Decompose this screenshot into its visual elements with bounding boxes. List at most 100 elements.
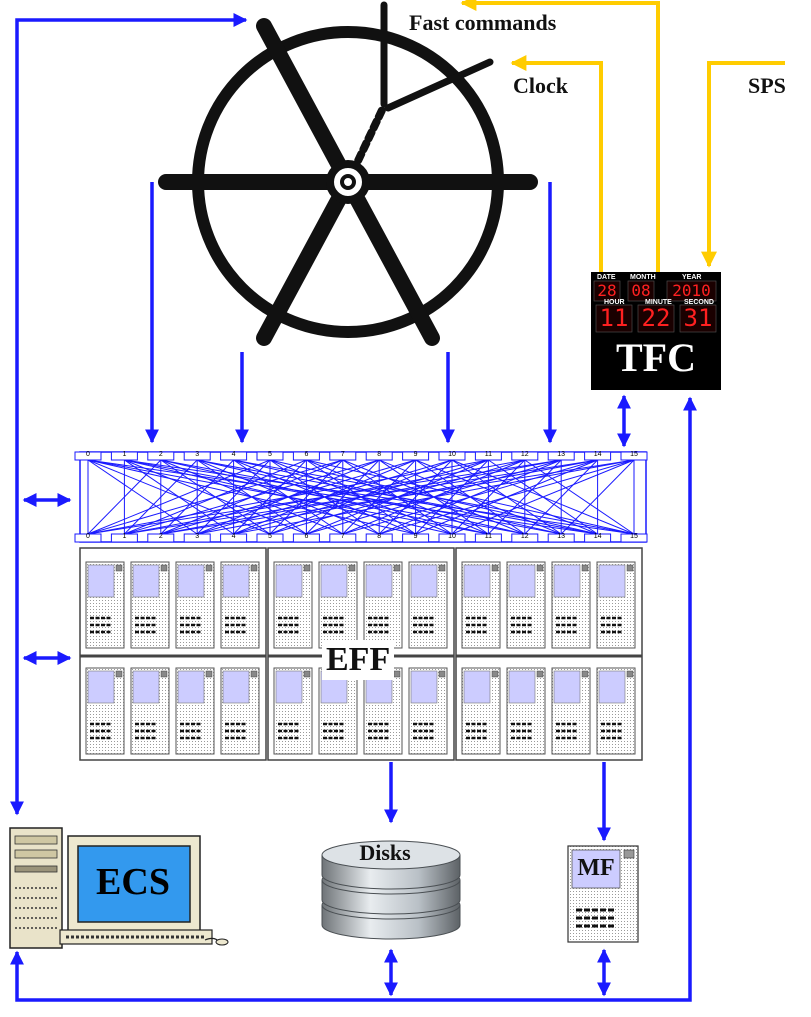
switch-network: [74, 451, 648, 543]
switch-link: [378, 459, 453, 535]
switch-port-label-top: 10: [448, 451, 456, 458]
switch-link: [160, 459, 234, 535]
ecs-computer-icon: [9, 827, 229, 949]
server-led: [303, 564, 311, 572]
server-led: [115, 564, 123, 572]
switch-ports-bottom: [74, 533, 648, 543]
switch-port-label-top: 3: [195, 451, 200, 458]
server-panel: [275, 670, 303, 704]
switch-port-label-top: 12: [520, 451, 529, 458]
switch-port-label-top: 9: [413, 451, 418, 458]
fast-commands-line: [460, 0, 660, 272]
server-led: [438, 670, 446, 678]
switch-port-label-top: 5: [268, 451, 272, 458]
server-panel: [410, 670, 438, 704]
server-panel: [365, 564, 393, 598]
switch-port-label-bottom: 11: [484, 533, 493, 540]
server-led: [205, 564, 213, 572]
server-led: [626, 670, 634, 678]
server-panel: [508, 564, 536, 598]
switch-link: [87, 459, 489, 535]
switch-port-label-bottom: 15: [630, 533, 638, 540]
switch-link: [87, 459, 343, 535]
switch-link: [233, 459, 307, 535]
clock-minute-label: MINUTE: [645, 299, 672, 306]
mf-label: MF: [577, 855, 615, 881]
server-led: [250, 670, 258, 678]
clock-label: Clock: [513, 73, 568, 98]
server-panel: [222, 670, 250, 704]
server-panel: [553, 564, 581, 598]
switch-port-label-bottom: 9: [413, 533, 418, 540]
clock-hour-label: HOUR: [604, 299, 625, 306]
switch-link: [87, 459, 198, 535]
eff-label: EFF: [322, 640, 395, 680]
server-led: [491, 564, 499, 572]
clock-second-label: SECOND: [684, 299, 714, 306]
switch-port-label-top: 1: [122, 451, 127, 458]
server-led: [626, 564, 634, 572]
tfc-label: TFC: [616, 335, 696, 380]
switch-port-label-top: 7: [340, 451, 345, 458]
server-panel: [598, 670, 626, 704]
switch-link: [124, 459, 598, 535]
server-panel: [87, 670, 115, 704]
switch-link: [160, 459, 635, 535]
server-led: [250, 564, 258, 572]
switch-port-label-bottom: 12: [520, 533, 529, 540]
server-led: [491, 670, 499, 678]
switch-port-label-top: 14: [593, 451, 602, 458]
switch-port-label-bottom: 3: [195, 533, 200, 540]
server-led: [160, 564, 168, 572]
server-panel: [553, 670, 581, 704]
switch-link: [87, 459, 162, 535]
switch-port-label-bottom: 4: [231, 533, 236, 540]
server-led: [438, 564, 446, 572]
switch-port-label-bottom: 1: [122, 533, 127, 540]
switch-link: [524, 459, 598, 535]
disks-label: Disks: [359, 840, 411, 865]
server-led: [581, 670, 589, 678]
switch-link: [196, 459, 271, 535]
server-led: [205, 670, 213, 678]
switch-port-label-bottom: 5: [268, 533, 272, 540]
clock-second-value: 31: [683, 304, 713, 332]
switch-port-label-bottom: 6: [304, 533, 309, 540]
switch-link: [233, 459, 635, 535]
switch-port-label-top: 0: [86, 451, 90, 458]
switch-port-label-bottom: 10: [448, 533, 456, 540]
server-panel: [320, 564, 348, 598]
switch-port-label-top: 4: [231, 451, 236, 458]
server-panel: [132, 670, 160, 704]
clock-line: [510, 55, 603, 272]
switch-port-label-top: 8: [377, 451, 382, 458]
switch-link: [379, 459, 635, 535]
server-led: [581, 564, 589, 572]
switch-link: [415, 459, 489, 535]
disks-icon: [321, 840, 461, 940]
clock-minute-value: 22: [641, 304, 671, 332]
switch-port-label-top: 2: [158, 451, 163, 458]
server-panel: [275, 564, 303, 598]
ecs-label: ECS: [96, 861, 170, 903]
switch-link: [124, 459, 198, 535]
server-led: [393, 670, 401, 678]
clock-year-value: 2010: [672, 281, 711, 300]
server-led: [536, 670, 544, 678]
switch-link: [451, 459, 635, 535]
server-led: [160, 670, 168, 678]
server-led: [536, 564, 544, 572]
clock-hour-value: 11: [599, 304, 629, 332]
timing-lines: [460, 0, 785, 272]
switch-port-label-top: 15: [630, 451, 638, 458]
clock-year-label: YEAR: [682, 274, 702, 281]
switch-port-label-top: 13: [557, 451, 566, 458]
server-panel: [177, 670, 205, 704]
switch-ports-top: [74, 451, 648, 461]
server-panel: [508, 670, 536, 704]
switch-link: [451, 459, 526, 535]
tfc-unit: [591, 272, 721, 390]
switch-link: [269, 459, 344, 535]
switch-link: [87, 459, 271, 535]
server-panel: [598, 564, 626, 598]
